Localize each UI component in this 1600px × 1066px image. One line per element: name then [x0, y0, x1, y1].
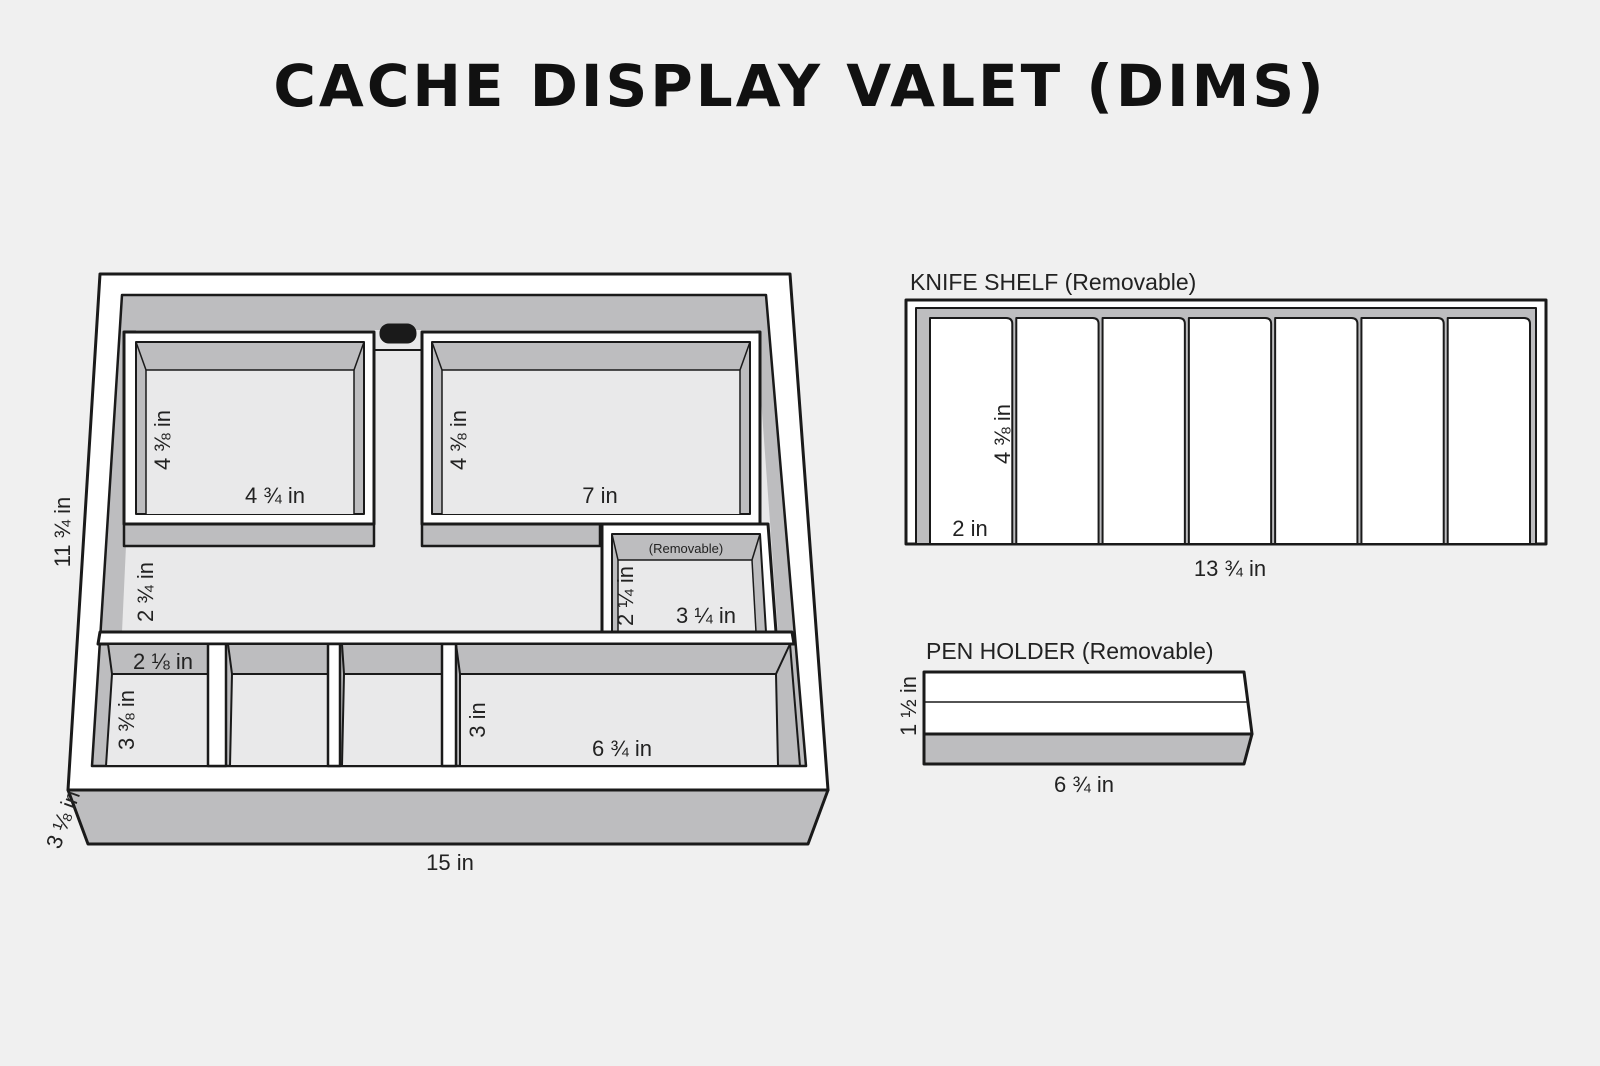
pen-holder [922, 670, 1254, 766]
cable-notch-icon [379, 323, 417, 344]
back-right-tray [420, 330, 762, 548]
back-right-width-label: 7 in [582, 483, 617, 508]
back-left-tray [122, 330, 376, 548]
knife-slot-width-label: 2 in [952, 516, 987, 541]
valet-box [66, 272, 830, 846]
knife-slot [929, 317, 1014, 545]
knife-slot [1187, 317, 1273, 545]
back-left-depth-label: 4 ⅜ in [150, 410, 175, 470]
divider-3 [440, 642, 458, 768]
small-removable-tray [600, 522, 778, 634]
knife-slot [1446, 317, 1531, 545]
knife-shelf [904, 298, 1548, 546]
valet-labels: 15 in 11 ¾ in 3 ⅛ in 4 ¾ in 4 ⅜ in 7 in … [41, 410, 736, 875]
knife-slot [1015, 317, 1100, 545]
knife-slots [929, 317, 1531, 545]
divider-1 [206, 642, 228, 768]
front-small-width-label: 2 ⅛ in [133, 649, 193, 674]
small-tray-width-label: 3 ¼ in [676, 603, 736, 628]
valet-front-face [66, 788, 830, 846]
removable-tag: (Removable) [649, 541, 723, 556]
back-left-width-label: 4 ¾ in [245, 483, 305, 508]
front-big-depth-label: 3 in [465, 702, 490, 737]
back-right-depth-label: 4 ⅜ in [446, 410, 471, 470]
knife-slot [1101, 317, 1186, 545]
pen-holder-width-label: 6 ¾ in [1054, 772, 1114, 797]
page-title: CACHE DISPLAY VALET (DIMS) [273, 52, 1327, 120]
pen-holder-top [922, 670, 1254, 736]
pen-holder-title: PEN HOLDER (Removable) [926, 638, 1214, 664]
horizontal-divider [96, 630, 796, 646]
knife-shelf-labels: KNIFE SHELF (Removable) 13 ¾ in 2 in 4 ⅜… [910, 269, 1266, 581]
front-big-width-label: 6 ¾ in [592, 736, 652, 761]
valet-depth-label: 11 ¾ in [50, 497, 75, 568]
middle-depth-label: 2 ¾ in [133, 562, 158, 622]
knife-shelf-width-label: 13 ¾ in [1194, 556, 1266, 581]
pen-holder-height-label: 1 ½ in [896, 676, 921, 736]
knife-shelf-title: KNIFE SHELF (Removable) [910, 269, 1196, 295]
front-small-depth-label: 3 ⅜ in [114, 690, 139, 750]
small-tray-depth-label: 2 ¼ in [613, 566, 638, 626]
knife-slot [1274, 317, 1359, 545]
valet-width-label: 15 in [426, 850, 474, 875]
pen-holder-labels: PEN HOLDER (Removable) 6 ¾ in 1 ½ in [896, 638, 1214, 797]
knife-slot [1360, 317, 1445, 545]
divider-2 [326, 642, 342, 768]
knife-shelf-depth-label: 4 ⅜ in [990, 404, 1015, 464]
pen-holder-front [922, 732, 1254, 766]
